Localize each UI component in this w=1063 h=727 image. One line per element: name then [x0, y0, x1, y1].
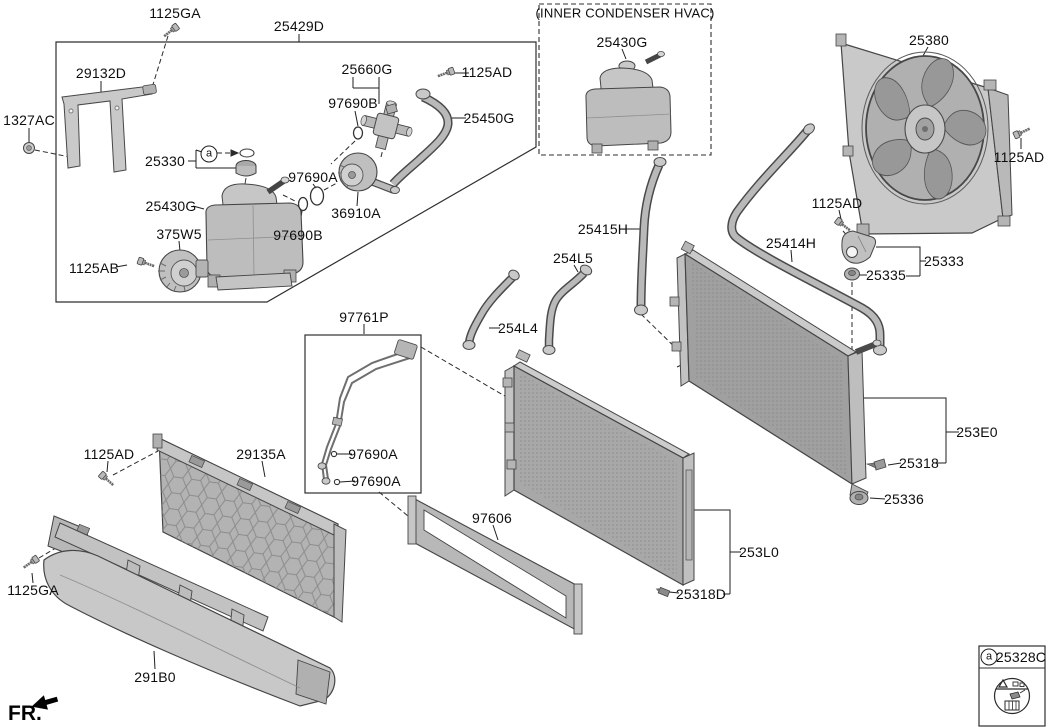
air-seal-97606-part	[407, 495, 583, 635]
part-label-25336: 25336	[884, 491, 924, 507]
part-label-36910a: 36910A	[331, 205, 381, 221]
part-label-1125ga-bottom: 1125GA	[7, 582, 59, 598]
part-label-97690b-top: 97690B	[328, 95, 378, 111]
part-label-25318: 25318	[899, 455, 939, 471]
hvac-reservoir-tank-part	[585, 51, 672, 154]
front-direction-arrow-icon	[31, 695, 59, 710]
pump-motor-375w5-part	[158, 249, 209, 293]
cooling-group-box	[55, 41, 537, 303]
legend-box	[978, 645, 1046, 727]
ac-pipe-box	[304, 334, 422, 494]
part-label-254l5: 254L5	[553, 250, 593, 266]
air-duct-291b0-part	[43, 515, 336, 707]
part-label-25330: 25330	[145, 153, 185, 169]
part-label-1125ab: 1125AB	[69, 260, 119, 276]
hose-254l4-part	[462, 269, 520, 350]
part-label-375w5: 375W5	[156, 226, 202, 242]
part-label-1125ad-right: 1125AD	[993, 149, 1045, 165]
coolant-caution-icon	[993, 677, 1031, 715]
part-label-25430g: 25430G	[145, 198, 197, 214]
ac-pipe-97761p-part	[317, 339, 418, 486]
reservoir-bracket-29132d	[61, 83, 157, 173]
reservoir-tank-25430g-part	[205, 176, 304, 291]
part-label-254l4: 254L4	[498, 320, 538, 336]
part-label-25380: 25380	[909, 32, 949, 48]
nut-1327ac-part	[23, 142, 35, 154]
front-direction-label: FR.	[8, 702, 42, 725]
o-rings	[297, 126, 364, 212]
part-label-25415h: 25415H	[577, 221, 629, 237]
electric-pump-36910a-part	[338, 152, 400, 194]
radiator-253e0-part	[669, 240, 882, 504]
part-label-25430g-hvac: 25430G	[596, 34, 648, 50]
part-label-1125ga-top: 1125GA	[149, 5, 201, 21]
part-label-97761p: 97761P	[339, 309, 389, 325]
fan-assembly-25380-part	[835, 33, 1013, 238]
part-label-25335: 25335	[866, 267, 906, 283]
part-label-253e0: 253E0	[956, 424, 998, 440]
mounting-bracket-25333-part	[841, 230, 877, 264]
drain-plug-25318-part	[865, 458, 887, 471]
part-label-97690a-top: 97690A	[288, 169, 338, 185]
part-label-25333: 25333	[924, 253, 964, 269]
part-label-25318d: 25318D	[675, 586, 727, 602]
part-label-1125ad-top: 1125AD	[461, 64, 513, 80]
hose-25414h-part	[727, 123, 887, 356]
part-label-291b0: 291B0	[134, 669, 176, 685]
hose-25450g-part	[389, 88, 453, 188]
locator-arrowheads	[230, 149, 691, 434]
part-label-1327ac: 1327AC	[3, 112, 55, 128]
condenser-253l0-part	[502, 349, 695, 587]
part-label-29132d: 29132D	[75, 65, 127, 81]
grommet-25336-part	[849, 491, 869, 505]
part-label-29135a: 29135A	[236, 446, 286, 462]
hvac-box-title: (INNER CONDENSER HVAC)	[535, 5, 715, 21]
part-label-25450g: 25450G	[463, 110, 515, 126]
air-guard-29135a-part	[152, 433, 347, 623]
legend-a-marker: a	[980, 648, 998, 666]
part-label-1125ad-left: 1125AD	[83, 446, 135, 462]
reservoir-cap-25330-part	[235, 148, 257, 185]
hose-25415h-part	[634, 157, 667, 316]
legend-part-label: 25328C	[995, 649, 1047, 665]
grommet-25335-part	[844, 267, 860, 281]
part-label-97690a-box2: 97690A	[351, 473, 401, 489]
hose-254l5-part	[542, 264, 593, 355]
drain-plug-25318d-part	[655, 586, 671, 598]
part-label-97690b-mid: 97690B	[273, 227, 323, 243]
part-label-253l0: 253L0	[739, 544, 779, 560]
part-label-25660g: 25660G	[341, 61, 393, 77]
callout-a-marker: a	[200, 145, 218, 163]
part-label-25414h: 25414H	[765, 235, 817, 251]
part-label-25429d: 25429D	[273, 18, 325, 34]
water-fitting-25660g-part	[360, 100, 413, 151]
part-label-1125ad-mid: 1125AD	[811, 195, 863, 211]
inner-condenser-hvac-box	[538, 3, 712, 156]
part-label-97690a-box1: 97690A	[348, 446, 398, 462]
part-label-97606: 97606	[472, 510, 512, 526]
